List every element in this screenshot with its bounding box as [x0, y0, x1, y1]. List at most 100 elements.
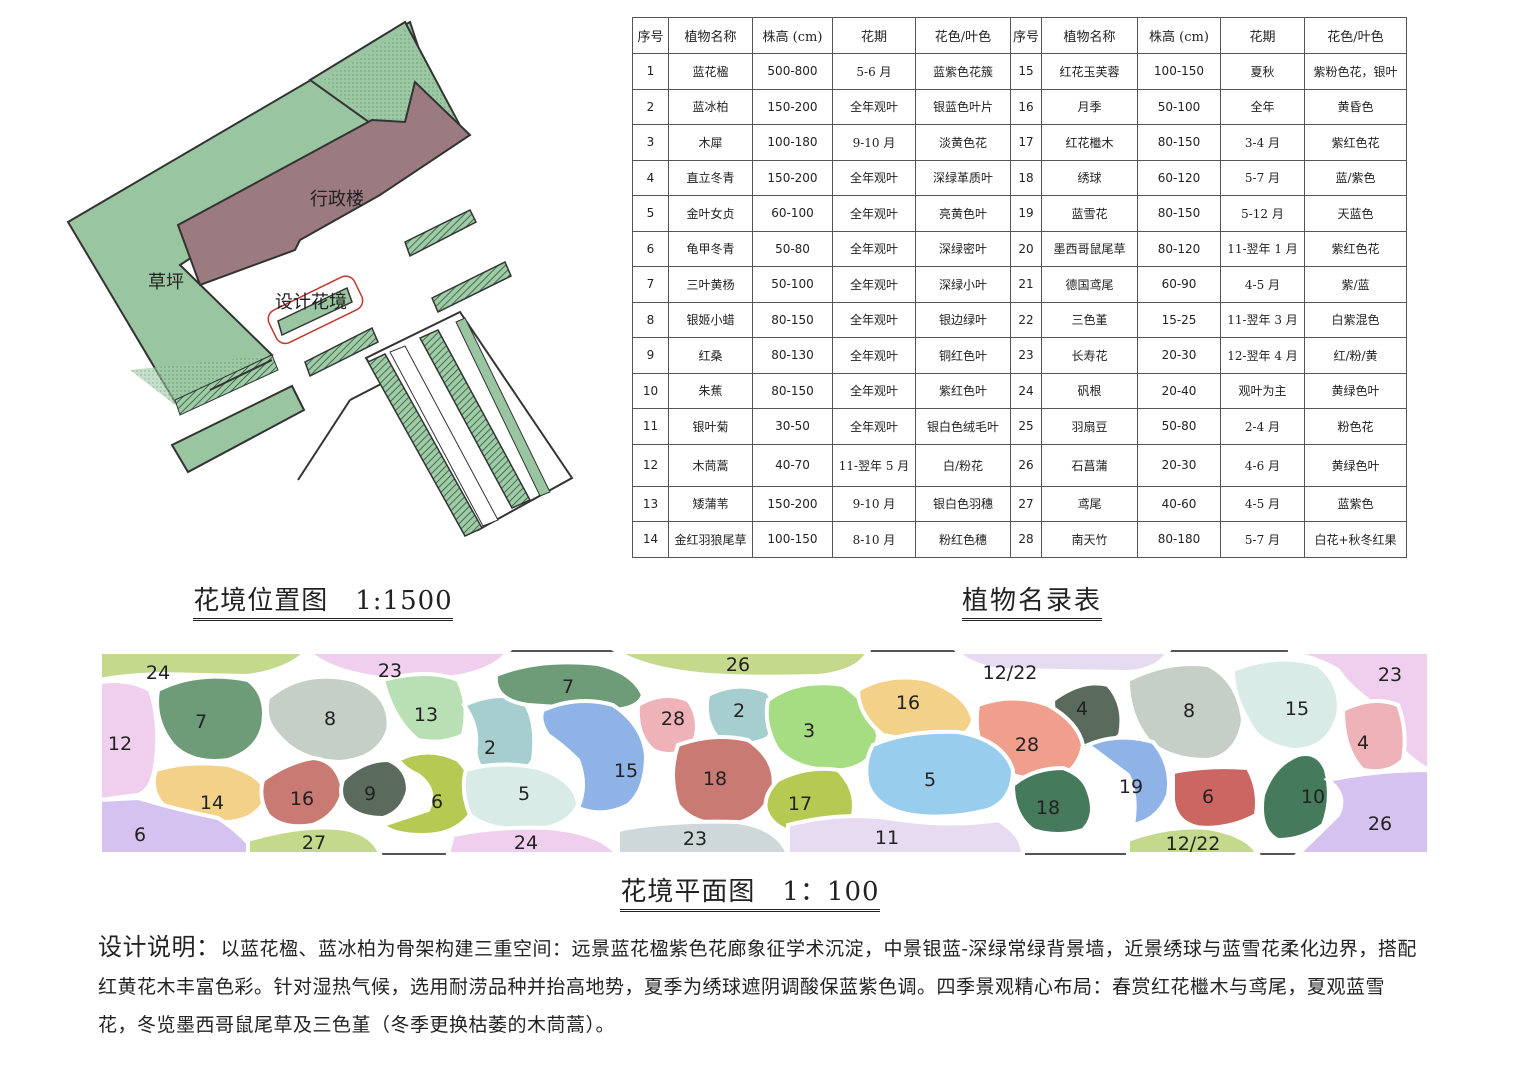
table-cell: 黄绿色叶 — [1304, 372, 1407, 409]
bed-number-label: 23 — [378, 660, 402, 682]
table-cell: 5-6 月 — [832, 53, 916, 90]
planting-bed — [1340, 699, 1407, 774]
table-cell: 白/粉花 — [915, 443, 1011, 487]
table-cell: 白花+秋冬红果 — [1304, 521, 1407, 558]
table-cell: 40-60 — [1137, 485, 1221, 522]
table-cell: 15-25 — [1137, 301, 1221, 338]
table-cell: 18 — [1010, 159, 1042, 196]
table-header-cell: 花色/叶色 — [1304, 17, 1407, 54]
table-cell: 60-90 — [1137, 266, 1221, 303]
table-cell: 19 — [1010, 195, 1042, 232]
table-cell: 深绿小叶 — [915, 266, 1011, 303]
bed-number-label: 27 — [302, 832, 326, 854]
table-cell: 80-180 — [1137, 521, 1221, 558]
table-cell: 50-80 — [752, 230, 833, 267]
bed-number-label: 14 — [200, 792, 224, 814]
bed-number-label: 28 — [1015, 734, 1039, 756]
planting-bed — [264, 674, 391, 765]
planting-bed — [1230, 657, 1341, 753]
table-cell: 9-10 月 — [832, 485, 916, 522]
planting-bed — [704, 684, 778, 746]
planting-bed — [380, 672, 468, 744]
design-border-label: 设计花境 — [275, 292, 347, 313]
table-cell: 150-200 — [752, 159, 833, 196]
table-cell: 墨西哥鼠尾草 — [1041, 230, 1138, 267]
table-cell: 黄绿色叶 — [1304, 443, 1407, 487]
table-cell: 三色堇 — [1041, 301, 1138, 338]
planting-bed — [379, 750, 476, 838]
table-cell: 24 — [1010, 372, 1042, 409]
table-cell: 紫/蓝 — [1304, 266, 1407, 303]
table-cell: 25 — [1010, 408, 1042, 445]
table-cell: 60-100 — [752, 195, 833, 232]
bed-number-label: 9 — [364, 783, 376, 805]
table-cell: 100-150 — [752, 521, 833, 558]
planting-bed — [246, 825, 383, 855]
table-cell: 2 — [632, 88, 669, 125]
strip-2 — [431, 260, 512, 314]
planting-bed — [1084, 735, 1171, 828]
table-cell: 50-80 — [1137, 408, 1221, 445]
table-cell: 4-5 月 — [1220, 485, 1305, 522]
table-cell: 80-150 — [1137, 124, 1221, 161]
table-cell: 木茼蒿 — [668, 443, 753, 487]
table-header-cell: 花期 — [832, 17, 916, 54]
bed-number-label: 17 — [788, 793, 812, 815]
table-cell: 铜红色叶 — [915, 337, 1011, 374]
table-cell: 10 — [632, 372, 669, 409]
table-cell: 16 — [1010, 88, 1042, 125]
table-cell: 蓝雪花 — [1041, 195, 1138, 232]
table-cell: 粉色花 — [1304, 408, 1407, 445]
admin-building — [176, 80, 472, 287]
bed-number-label: 11 — [875, 827, 899, 849]
table-cell: 矮蒲苇 — [668, 485, 753, 522]
table-cell: 2-4 月 — [1220, 408, 1305, 445]
bed-number-label: 26 — [1368, 813, 1392, 835]
planting-plan-caption: 花境平面图 1：100 — [614, 871, 886, 912]
table-cell: 银姬小蜡 — [668, 301, 753, 338]
admin-building-label: 行政楼 — [310, 189, 364, 210]
table-cell: 100-150 — [1137, 53, 1221, 90]
table-cell: 全年观叶 — [832, 301, 916, 338]
table-header-cell: 花期 — [1220, 17, 1305, 54]
bed-number-label: 7 — [562, 676, 574, 698]
table-cell: 3-4 月 — [1220, 124, 1305, 161]
table-cell: 天蓝色 — [1304, 195, 1407, 232]
site-location-plan: 行政楼 草坪 设计花境 — [66, 20, 574, 537]
long-planting-strips — [364, 310, 574, 537]
table-cell: 9-10 月 — [832, 124, 916, 161]
design-notes-lead: 设计说明： — [98, 933, 221, 961]
table-cell: 亮黄色叶 — [915, 195, 1011, 232]
table-cell: 蓝花楹 — [668, 53, 753, 90]
table-cell: 30-50 — [752, 408, 833, 445]
table-cell: 11-翌年 3 月 — [1220, 301, 1305, 338]
planting-bed — [953, 650, 1172, 675]
planting-bed — [98, 650, 311, 683]
table-cell: 全年观叶 — [832, 195, 916, 232]
table-header-cell: 植物名称 — [668, 17, 753, 54]
planting-bed — [1171, 765, 1259, 831]
table-cell: 5-7 月 — [1220, 159, 1305, 196]
table-cell: 20-30 — [1137, 337, 1221, 374]
bed-number-label: 26 — [726, 654, 750, 676]
table-cell: 蓝紫色 — [1304, 485, 1407, 522]
table-cell: 银白色羽穗 — [915, 485, 1011, 522]
table-cell: 紫红色花 — [1304, 124, 1407, 161]
table-cell: 20-40 — [1137, 372, 1221, 409]
table-cell: 21 — [1010, 266, 1042, 303]
planting-bed — [155, 674, 266, 763]
table-header-cell: 植物名称 — [1041, 17, 1138, 54]
table-cell: 红花檵木 — [1041, 124, 1138, 161]
bed-number-label: 12 — [108, 733, 132, 755]
bed-number-label: 2 — [484, 737, 496, 759]
plant-table-caption: 植物名录表 — [954, 580, 1110, 621]
table-cell: 17 — [1010, 124, 1042, 161]
table-cell: 1 — [632, 53, 669, 90]
table-cell: 22 — [1010, 301, 1042, 338]
